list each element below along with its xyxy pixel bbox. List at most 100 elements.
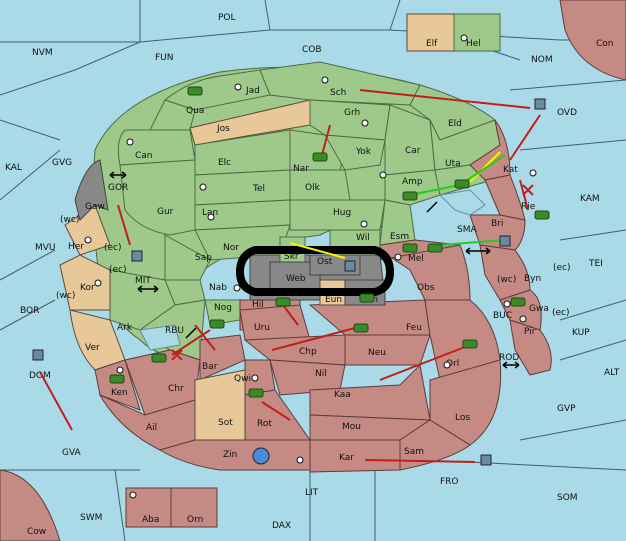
fleet-unit-ovd[interactable] xyxy=(534,98,546,110)
army-unit-byn[interactable] xyxy=(510,297,526,307)
sea-label-lit: LIT xyxy=(305,488,319,498)
sea-label-buc: BUC xyxy=(493,311,512,321)
territory-label-hil: Hil xyxy=(252,300,264,310)
territory-yok[interactable] xyxy=(324,134,386,171)
sea-label-som: SOM xyxy=(557,493,578,503)
territory-obs[interactable] xyxy=(378,244,471,301)
territory-hel[interactable] xyxy=(453,13,501,52)
supply-center-orl xyxy=(443,361,451,369)
army-unit-feu[interactable] xyxy=(353,323,369,333)
sea-label-kam: KAM xyxy=(580,194,600,204)
territory-label-neu: Neu xyxy=(368,348,386,358)
build-marker-zin[interactable] xyxy=(252,447,270,465)
army-unit-rie[interactable] xyxy=(534,210,550,220)
supply-center-ken xyxy=(116,366,124,374)
sea-sma-arm[interactable] xyxy=(438,189,486,216)
army-unit-mel[interactable] xyxy=(427,243,443,253)
supply-center-kor xyxy=(94,279,102,287)
sea-label-fun: FUN xyxy=(155,53,174,63)
territory-kor[interactable] xyxy=(59,254,111,311)
fleet-unit-mit[interactable] xyxy=(131,250,143,262)
territory-olk[interactable] xyxy=(289,169,351,201)
territory-label-gwa: Gwa xyxy=(529,304,549,314)
territory-amp[interactable] xyxy=(384,169,441,206)
territory-label-hel: Hel xyxy=(466,39,481,49)
territory-can[interactable] xyxy=(117,129,196,166)
supply-center-aba xyxy=(129,491,137,499)
army-unit-ken[interactable] xyxy=(109,374,125,384)
coast-tag-ec4: (ec) xyxy=(552,308,570,318)
territory-label-her: Her xyxy=(68,242,84,252)
territory-orn[interactable] xyxy=(170,487,218,528)
sma-link-arrow xyxy=(426,201,438,213)
order-arrow-gva-dom xyxy=(39,371,73,431)
supply-center-mel xyxy=(394,253,402,261)
sea-label-dom: DOM xyxy=(29,371,51,381)
sea-label-pol: POL xyxy=(218,13,236,23)
mit-double-arrow xyxy=(137,285,159,293)
territory-label-web: Web xyxy=(286,274,306,284)
army-unit-uta[interactable] xyxy=(454,179,470,189)
fleet-unit-ost[interactable] xyxy=(344,260,356,272)
territory-label-ark: Ark xyxy=(117,323,133,333)
fleet-unit-dom[interactable] xyxy=(32,349,44,361)
sea-rbu[interactable] xyxy=(139,324,181,351)
territory-sam[interactable] xyxy=(399,419,471,471)
territory-label-chr: Chr xyxy=(168,384,184,394)
territory-label-sot: Sot xyxy=(218,418,233,428)
territory-label-skr: Skr xyxy=(284,252,299,262)
sea-label-rod: ROD xyxy=(499,353,519,363)
territory-label-kaa: Kaa xyxy=(334,390,351,400)
army-unit-rot[interactable] xyxy=(248,388,264,398)
territory-kat[interactable] xyxy=(469,119,511,181)
fleet-unit-fro[interactable] xyxy=(480,454,492,466)
supply-center-car xyxy=(379,171,387,179)
army-unit-orl[interactable] xyxy=(462,339,478,349)
army-unit-nog[interactable] xyxy=(209,319,225,329)
territory-label-esm: Esm xyxy=(390,232,409,242)
fleet-unit-bri[interactable] xyxy=(499,235,511,247)
army-unit-sun[interactable] xyxy=(359,293,375,303)
supply-center-kar xyxy=(296,456,304,464)
army-unit-amp[interactable] xyxy=(402,191,418,201)
territory-neu[interactable] xyxy=(344,334,431,366)
sea-label-alt: ALT xyxy=(604,368,620,378)
order-arrow-ovd-kat xyxy=(509,114,541,161)
order-arrow-uru-hil xyxy=(282,304,299,326)
order-arrow-chp-feu xyxy=(271,327,356,351)
territory-label-orl: Orl xyxy=(446,359,459,369)
army-unit-qua[interactable] xyxy=(187,86,203,96)
convoy-markers xyxy=(109,171,520,369)
army-unit-chr[interactable] xyxy=(151,353,167,363)
territory-label-feu: Feu xyxy=(406,323,422,333)
territory-ken[interactable] xyxy=(94,359,141,411)
territory-gaw[interactable] xyxy=(74,159,109,221)
sea-label-mvu: MVU xyxy=(35,243,56,253)
territory-gur[interactable] xyxy=(119,159,196,236)
supply-center-nab xyxy=(233,284,241,292)
territory-label-uru: Uru xyxy=(254,323,270,333)
army-unit-nar[interactable] xyxy=(312,152,328,162)
territory-label-nil: Nil xyxy=(315,369,327,379)
order-arrow-nil-orl xyxy=(379,344,471,381)
territory-label-mou: Mou xyxy=(342,422,361,432)
sea-label-con: Con xyxy=(596,39,614,49)
territory-pir[interactable] xyxy=(509,319,552,376)
army-unit-hil[interactable] xyxy=(275,297,291,307)
sea-label-rbu: RBU xyxy=(165,326,184,336)
territory-label-olk: Olk xyxy=(305,183,321,193)
territory-tel[interactable] xyxy=(194,169,291,206)
supply-center-grh xyxy=(361,119,369,127)
army-unit-esm[interactable] xyxy=(402,243,418,253)
territory-label-gur: Gur xyxy=(157,207,174,217)
territory-uru[interactable] xyxy=(239,304,311,341)
sea-label-ovd: OVD xyxy=(557,108,577,118)
territory-kaa[interactable] xyxy=(309,363,431,421)
territory-label-can: Can xyxy=(135,151,153,161)
order-arrow-chr-nog xyxy=(171,329,211,356)
units xyxy=(32,86,550,466)
territory-kar[interactable] xyxy=(309,439,401,473)
